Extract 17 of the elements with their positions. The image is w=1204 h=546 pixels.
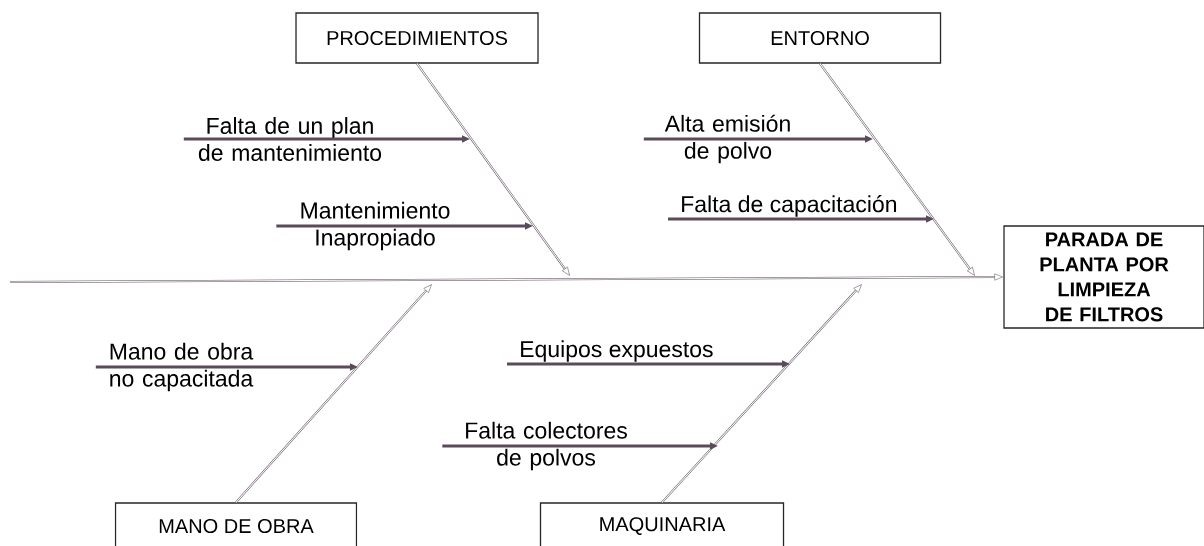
bone-arrow [9,273,1003,283]
cause-label: Equipos expuestos [521,340,713,362]
cause-label: Mano de obra no capacitada [110,342,254,392]
category-box: MANO DE OBRA [114,502,358,546]
category-box: ENTORNO [698,12,942,64]
category-box: MAQUINARIA [539,502,785,546]
cause-label: Alta emisión de polvo [664,114,790,164]
bone-arrow [661,284,862,504]
bone-arrow [819,62,975,276]
bone-arrow [235,284,432,504]
category-box: PROCEDIMIENTOS [295,12,539,64]
cause-label: Falta colectores de polvos [466,421,627,471]
cause-label: Falta de un plan de mantenimiento [198,117,382,161]
cause-label: Falta de capacitación [682,195,897,217]
bone-arrow [416,62,570,276]
effect-box: PARADA DE PLANTA POR LIMPIEZA DE FILTROS [1003,225,1204,329]
cause-label: Mantenimiento Inapropiado [301,201,450,251]
